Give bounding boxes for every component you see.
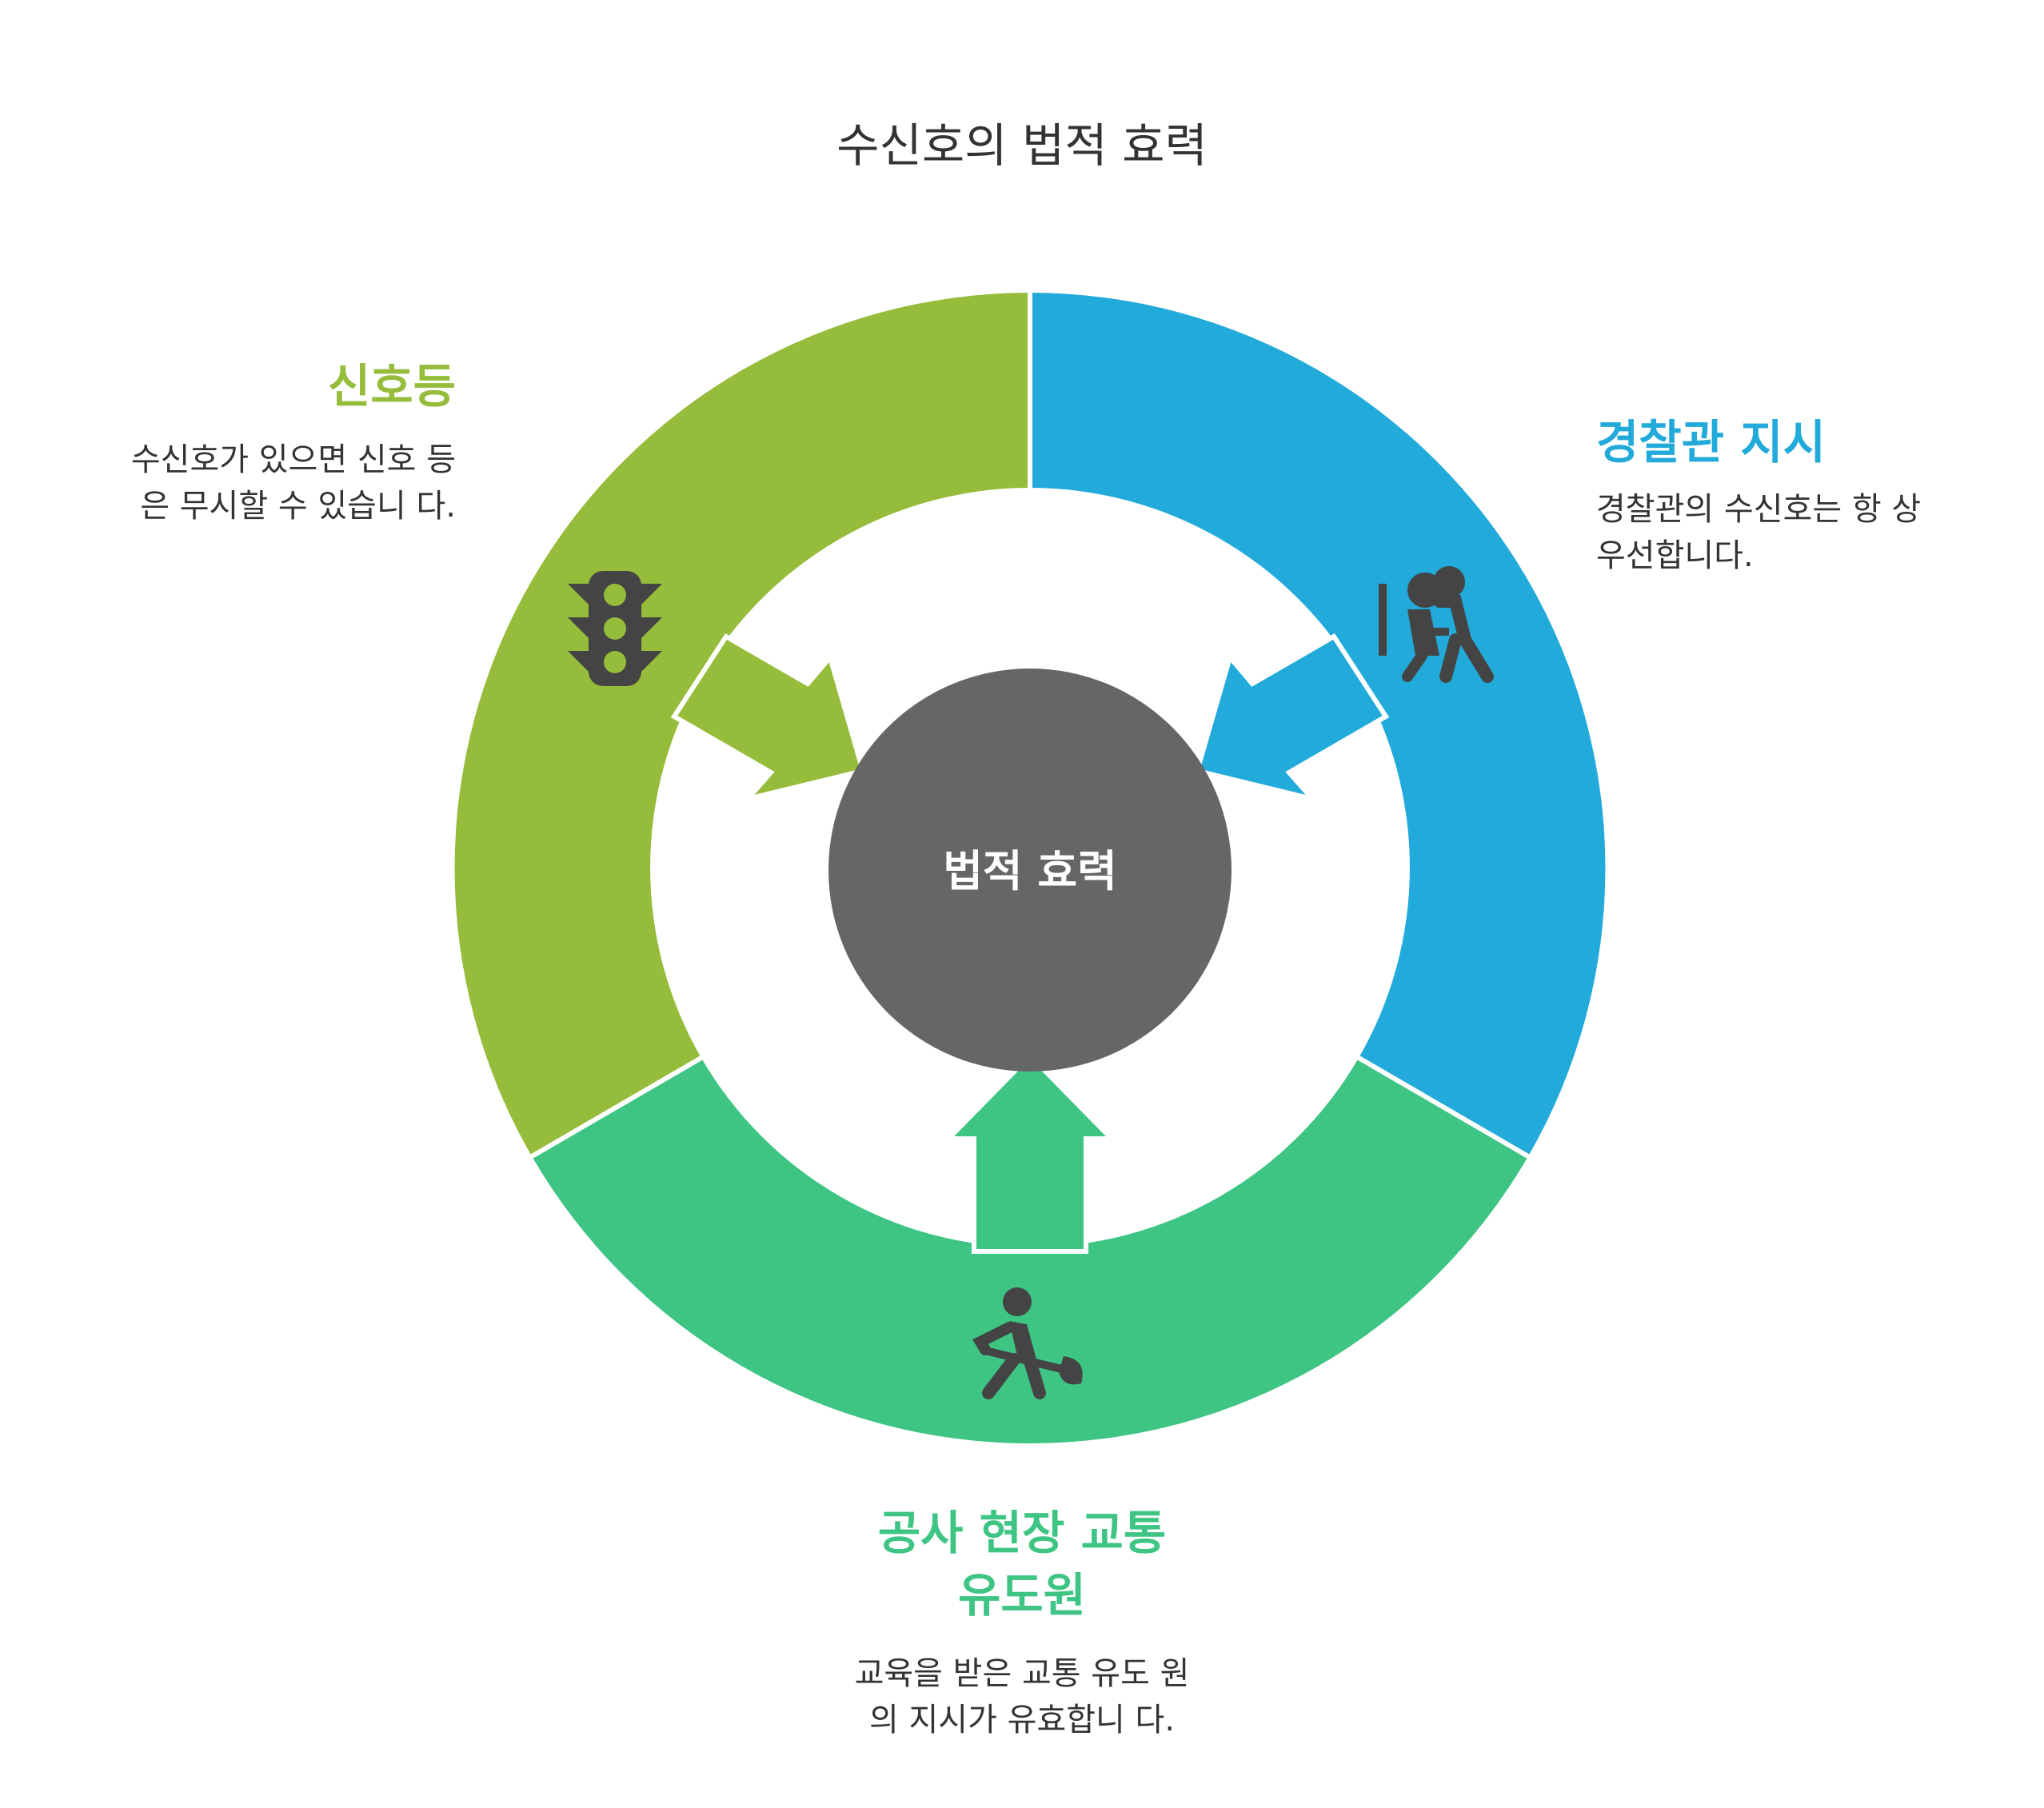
construction-worker-icon — [972, 1287, 1083, 1399]
separator-left — [526, 1053, 707, 1161]
arrow-police — [1194, 633, 1390, 804]
center-label: 법적 효력 — [943, 846, 1117, 896]
arrow-construction — [942, 1052, 1118, 1254]
center-circle — [828, 669, 1232, 1072]
page-title: 수신호의 법적 효력 — [836, 118, 1208, 173]
segment-police — [1030, 293, 1606, 1156]
construction-description: 교육을 받은 교통 유도 원의 지시가 유효합니 다. — [854, 1655, 1190, 1738]
police-heading: 경찰관 지시 — [1596, 415, 1826, 469]
separator-right — [1353, 1053, 1534, 1161]
construction-heading: 공사 현장 교통 유도원 — [877, 1506, 1167, 1622]
traffic-light-description: 수신호가 있으면 신호 등은 무시할 수 있습니 다. — [130, 441, 456, 525]
traffic-light-heading: 신호등 — [327, 359, 456, 413]
traffic-light-icon — [568, 571, 662, 686]
police-description: 경찰관의 수신호는 항 상 우선합니다. — [1596, 491, 1922, 574]
arrow-traffic-light — [670, 633, 866, 804]
segment-traffic-light — [454, 293, 1030, 1156]
police-officer-icon — [1379, 566, 1494, 683]
